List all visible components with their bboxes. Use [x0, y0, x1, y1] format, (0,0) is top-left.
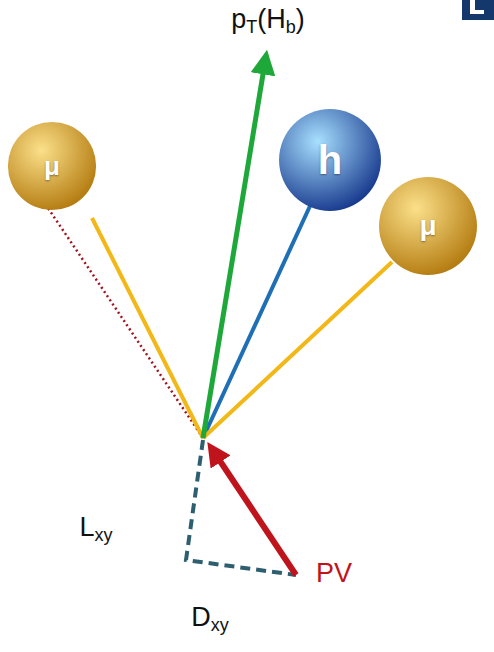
lxy-label: Lxy [79, 514, 112, 544]
muon-track [203, 262, 392, 438]
glyph: ( [257, 4, 266, 34]
hadron-track [203, 206, 310, 438]
particle-circle: μ [378, 176, 478, 276]
flight-arrow [214, 452, 296, 575]
glyph: b [286, 17, 296, 37]
glyph: x [211, 615, 220, 635]
glyph: y [220, 615, 229, 635]
dotted-track [48, 208, 203, 438]
dxy-label: Dxy [191, 604, 229, 634]
muon-track [92, 218, 203, 438]
particle-circle: h [278, 108, 382, 212]
momentum-arrow [203, 62, 265, 438]
momentum-label: pT(Hb) [231, 6, 305, 36]
glyph: L [79, 512, 94, 542]
glyph: y [104, 525, 113, 545]
glyph: x [95, 525, 104, 545]
glyph: p [231, 4, 246, 34]
corner-logo [462, 0, 494, 20]
glyph: T [246, 17, 257, 37]
particle-symbol: h [278, 108, 382, 212]
corner-logo-mark [470, 10, 484, 14]
glyph: P [316, 558, 334, 588]
vertex-label: PV [316, 560, 352, 587]
glyph: H [266, 4, 286, 34]
glyph: ) [296, 4, 305, 34]
particle-symbol: μ [7, 121, 97, 211]
glyph: D [191, 602, 211, 632]
glyph: V [334, 558, 352, 588]
particle-symbol: μ [378, 176, 478, 276]
particle-circle: μ [7, 121, 97, 211]
displacement-projection [186, 440, 296, 575]
